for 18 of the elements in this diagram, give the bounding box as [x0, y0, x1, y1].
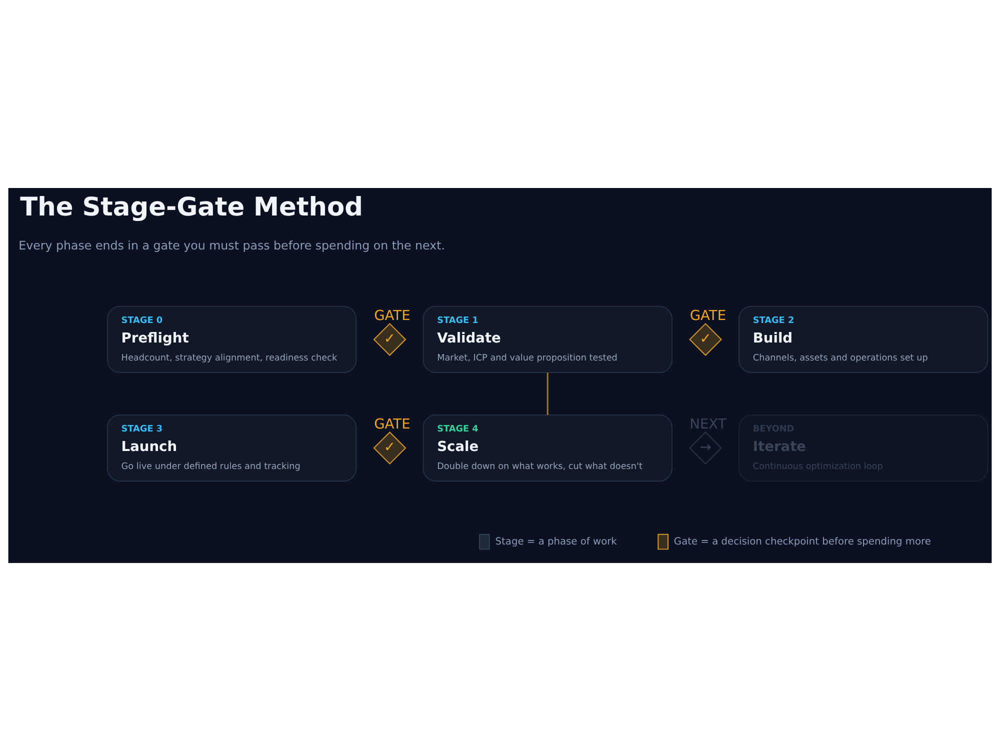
legend-label: Gate = a decision checkpoint before spending more [674, 536, 931, 547]
node-box: STAGE 1 Validate Market, ICP and value proposition tested [422, 305, 672, 373]
connector [546, 372, 548, 414]
node-box: STAGE 2 Build Channels, assets and operations set up [738, 305, 988, 373]
legend-label: Stage = a phase of work [495, 536, 617, 547]
node-label: GATE [690, 307, 726, 324]
node-label: GATE [374, 307, 410, 324]
node-diamond: ✓ [373, 431, 406, 464]
node-box: STAGE 4 Scale Double down on what works, cut what doesn't [422, 414, 672, 482]
node-diamond: → [689, 431, 722, 464]
node-label: NEXT [690, 416, 726, 432]
label: Every phase ends in a gate you must pass before spending on the next. [18, 238, 446, 252]
node-diamond: ✓ [689, 322, 722, 356]
node-diamond: ✓ [373, 322, 406, 356]
node-box: STAGE 3 Launch Go live under defined rules and tracking [107, 414, 357, 482]
node-box: STAGE 0 Preflight Headcount, strategy alignment, readiness check [107, 305, 357, 373]
node-label: GATE [374, 416, 410, 432]
diagram-title: The Stage-Gate Method [20, 192, 363, 222]
